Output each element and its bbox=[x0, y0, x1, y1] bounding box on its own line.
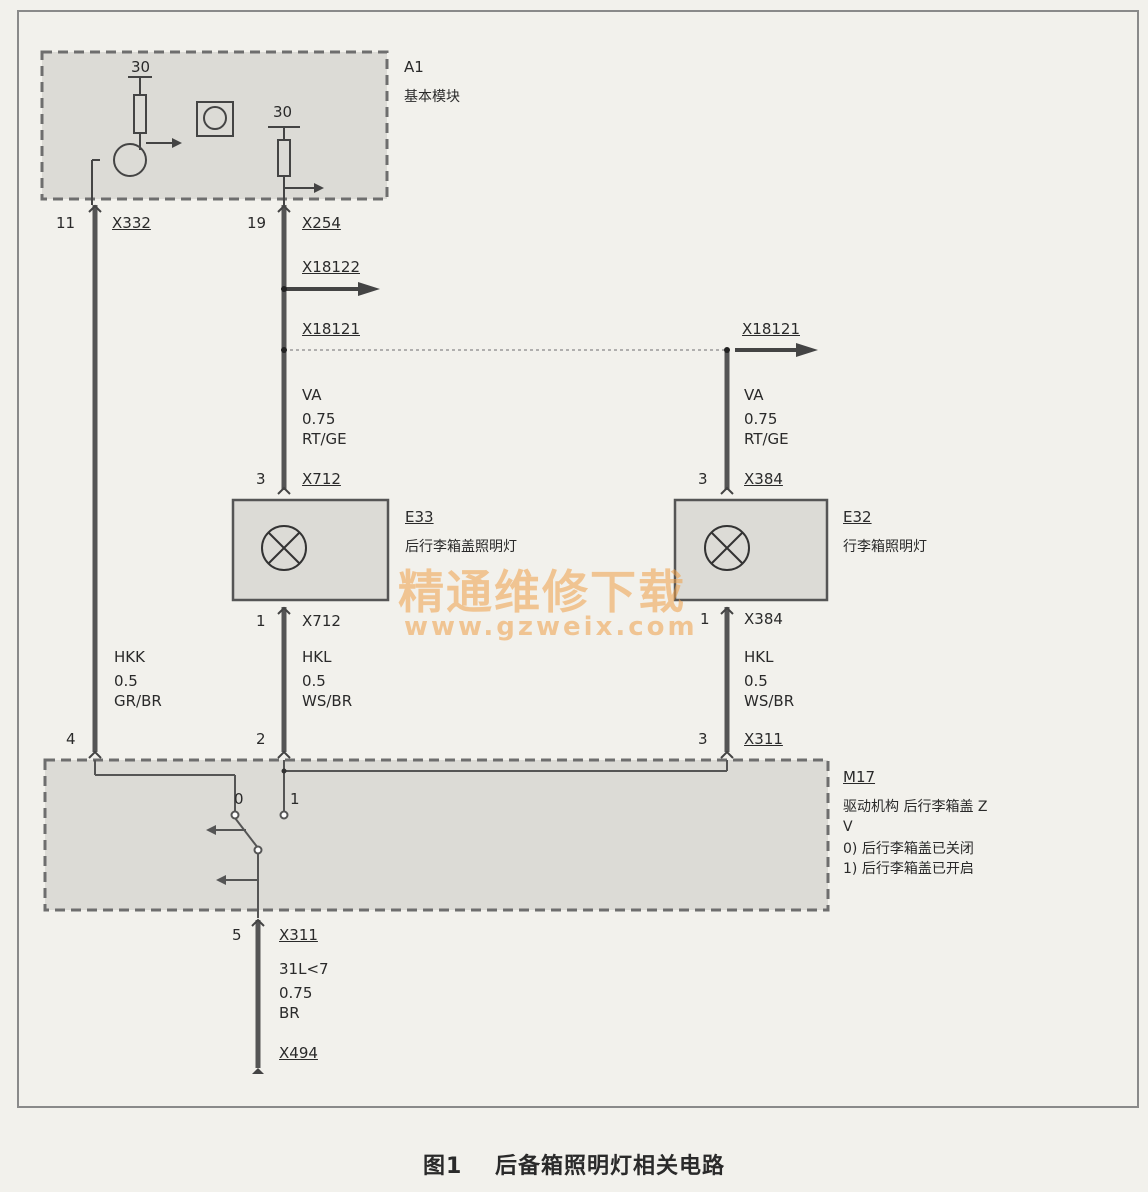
a1-supply-30-right: 30 bbox=[273, 103, 293, 121]
lamp-e32-icon bbox=[704, 525, 750, 571]
watermark-url: www.gzweix.com bbox=[404, 612, 698, 642]
x18121-right-label: X18121 bbox=[742, 320, 800, 338]
module-m17-name: 驱动机构 后行李箱盖 Z bbox=[843, 799, 988, 815]
wire-hkk-name: HKK bbox=[114, 648, 145, 666]
wire-hkl-right-color: WS/BR bbox=[744, 692, 795, 710]
x18121-left-label: X18121 bbox=[302, 320, 360, 338]
x712-top-pin: 3 bbox=[256, 470, 266, 488]
a1-internal-circuit bbox=[91, 76, 314, 205]
wire-gnd-size: 0.75 bbox=[279, 984, 313, 1002]
figure-number: 图1 bbox=[423, 1154, 463, 1179]
module-e32-id: E32 bbox=[843, 508, 872, 526]
switch-pos-1: 1 bbox=[290, 790, 300, 808]
wire-hkl-left-size: 0.5 bbox=[302, 672, 326, 690]
figure-caption: 图1 后备箱照明灯相关电路 bbox=[0, 1148, 1148, 1180]
module-m17-state0: 0) 后行李箱盖已关闭 bbox=[843, 841, 974, 857]
x384-top-pin: 3 bbox=[698, 470, 708, 488]
wire-va-left-name: VA bbox=[302, 386, 322, 404]
module-a1-id: A1 bbox=[404, 58, 424, 76]
wire-gnd-color: BR bbox=[279, 1004, 300, 1022]
module-a1-name: 基本模块 bbox=[404, 89, 460, 105]
switch-pos-0: 0 bbox=[234, 790, 244, 808]
x384-top-label: X384 bbox=[744, 470, 783, 488]
x384-bot-label: X384 bbox=[744, 610, 783, 628]
x494-label: X494 bbox=[279, 1044, 318, 1062]
module-e33-name: 后行李箱盖照明灯 bbox=[405, 539, 517, 555]
module-a1-box bbox=[40, 50, 389, 201]
module-e33-id: E33 bbox=[405, 508, 434, 526]
x311-bot-label: X311 bbox=[279, 926, 318, 944]
wire-va-right-size: 0.75 bbox=[744, 410, 778, 428]
wire-hkl-right-name: HKL bbox=[744, 648, 774, 666]
m17-pin-4: 4 bbox=[66, 730, 76, 748]
wire-hkl-right-size: 0.5 bbox=[744, 672, 768, 690]
x311-top-label: X311 bbox=[744, 730, 783, 748]
x254-label: X254 bbox=[302, 214, 341, 232]
watermark-title: 精通维修下载 bbox=[398, 565, 686, 619]
wire-hkk-size: 0.5 bbox=[114, 672, 138, 690]
connector-marks bbox=[88, 204, 734, 927]
x712-bot-pin: 1 bbox=[256, 612, 266, 630]
module-m17-name-line2: V bbox=[843, 819, 853, 835]
x311-bot-pin: 5 bbox=[232, 926, 242, 944]
wire-va-right-name: VA bbox=[744, 386, 764, 404]
m17-pin-2: 2 bbox=[256, 730, 266, 748]
x254-pin: 19 bbox=[247, 214, 267, 232]
x332-label: X332 bbox=[112, 214, 151, 232]
module-m17-state1: 1) 后行李箱盖已开启 bbox=[843, 861, 974, 877]
x712-bot-label: X712 bbox=[302, 612, 341, 630]
x332-pin: 11 bbox=[56, 214, 76, 232]
module-e33-box bbox=[231, 498, 390, 602]
x18122-label: X18122 bbox=[302, 258, 360, 276]
module-e32-name: 行李箱照明灯 bbox=[843, 539, 927, 555]
lamp-e33-icon bbox=[261, 525, 307, 571]
wire-va-right-color: RT/GE bbox=[744, 430, 789, 448]
wire-gnd-name: 31L<7 bbox=[279, 960, 329, 978]
a1-supply-30-left: 30 bbox=[131, 58, 151, 76]
wire-hkl-left-name: HKL bbox=[302, 648, 332, 666]
wire-hkk-color: GR/BR bbox=[114, 692, 162, 710]
wire-va-left-color: RT/GE bbox=[302, 430, 347, 448]
diagram-frame bbox=[17, 10, 1139, 1108]
wire-va-left-size: 0.75 bbox=[302, 410, 336, 428]
x384-bot-pin: 1 bbox=[700, 610, 710, 628]
wire-hkl-left-color: WS/BR bbox=[302, 692, 353, 710]
module-m17-box bbox=[43, 758, 830, 912]
module-e32-box bbox=[673, 498, 829, 602]
x712-top-label: X712 bbox=[302, 470, 341, 488]
ground-x494-mark bbox=[252, 1068, 264, 1074]
figure-title: 后备箱照明灯相关电路 bbox=[494, 1154, 725, 1179]
module-m17-id: M17 bbox=[843, 768, 876, 786]
x311-top-pin: 3 bbox=[698, 730, 708, 748]
